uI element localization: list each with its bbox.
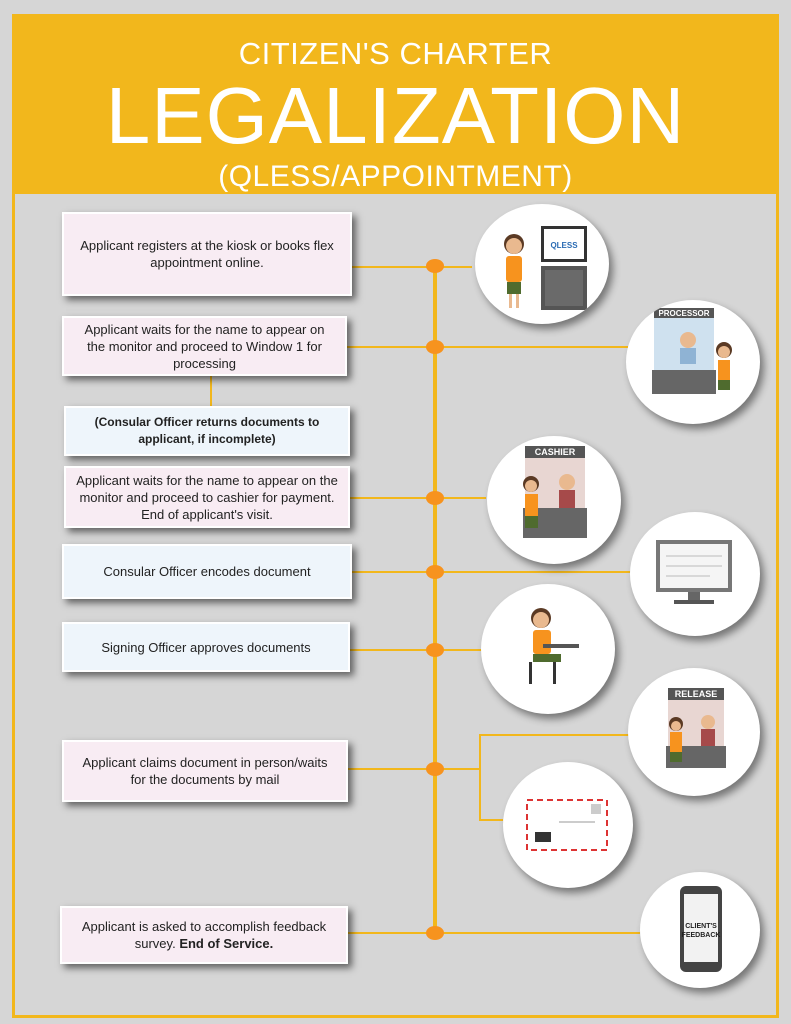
cashier-illustration: CASHIER: [487, 436, 621, 564]
step-text-7: Applicant is asked to accomplish feedbac…: [72, 918, 336, 952]
connector-6-branch: [479, 734, 481, 820]
step-box-6: Applicant claims document in person/wait…: [62, 740, 348, 802]
header-banner: CITIZEN'S CHARTER LEGALIZATION (QLESS/AP…: [12, 14, 779, 194]
processor-sign: PROCESSOR: [658, 309, 709, 318]
timeline-dot-6: [426, 762, 444, 776]
header-subtitle: CITIZEN'S CHARTER: [238, 36, 553, 71]
step-text-4: Consular Officer encodes document: [103, 564, 311, 579]
timeline-spine: [433, 262, 437, 932]
timeline-dot-1: [426, 259, 444, 273]
mail-illustration: [503, 762, 633, 888]
connector-7: [348, 932, 640, 934]
connector-4: [352, 571, 630, 573]
step-text-2: Applicant waits for the name to appear o…: [84, 321, 325, 371]
step-text-3: Applicant waits for the name to appear o…: [76, 472, 338, 522]
cashier-sign: CASHIER: [535, 447, 576, 457]
step-text-7b: End of Service.: [179, 936, 274, 951]
feedback-illustration: CLIENT'S FEEDBACK: [640, 872, 760, 988]
kiosk-logo: QLESS: [550, 241, 578, 250]
timeline-dot-5: [426, 643, 444, 657]
release-illustration: RELEASE: [628, 668, 760, 796]
step-box-2: Applicant waits for the name to appear o…: [62, 316, 347, 376]
connector-6-top: [479, 734, 629, 736]
step-box-1: Applicant registers at the kiosk or book…: [62, 212, 352, 296]
connector-2: [345, 346, 628, 348]
step-box-4: Consular Officer encodes document: [62, 544, 352, 599]
feedback-line2: FEEDBACK: [682, 932, 721, 939]
connector-6-bottom: [479, 819, 503, 821]
header-title: LEGALIZATION: [105, 71, 686, 160]
connector-5: [350, 649, 482, 651]
connector-3: [348, 497, 486, 499]
feedback-line1: CLIENT'S: [685, 923, 717, 930]
step-text-1: Applicant registers at the kiosk or book…: [80, 238, 334, 270]
kiosk-illustration: QLESS: [475, 204, 609, 324]
processor-illustration: PROCESSOR: [626, 300, 760, 424]
step-text-6: Applicant claims document in person/wait…: [82, 755, 328, 787]
connector-2b: [210, 374, 212, 406]
step-text-5: Signing Officer approves documents: [101, 639, 311, 655]
step-box-3: Applicant waits for the name to appear o…: [64, 466, 350, 528]
step-box-incomplete: (Consular Officer returns documents to a…: [64, 406, 350, 456]
connector-6: [348, 768, 480, 770]
connector-1: [352, 266, 472, 268]
release-sign: RELEASE: [675, 689, 718, 699]
signing-illustration: [481, 584, 615, 714]
timeline-dot-7: [426, 926, 444, 940]
encode-illustration: [630, 512, 760, 636]
header-parenthetical: (QLESS/APPOINTMENT): [218, 160, 573, 193]
step-text-7a: Applicant is asked to accomplish feedbac…: [81, 919, 327, 951]
timeline-dot-3: [426, 491, 444, 505]
step-text-incomplete: (Consular Officer returns documents to a…: [94, 415, 320, 446]
step-box-5: Signing Officer approves documents: [62, 622, 350, 672]
timeline-dot-4: [426, 565, 444, 579]
step-box-7: Applicant is asked to accomplish feedbac…: [60, 906, 348, 964]
timeline-dot-2: [426, 340, 444, 354]
